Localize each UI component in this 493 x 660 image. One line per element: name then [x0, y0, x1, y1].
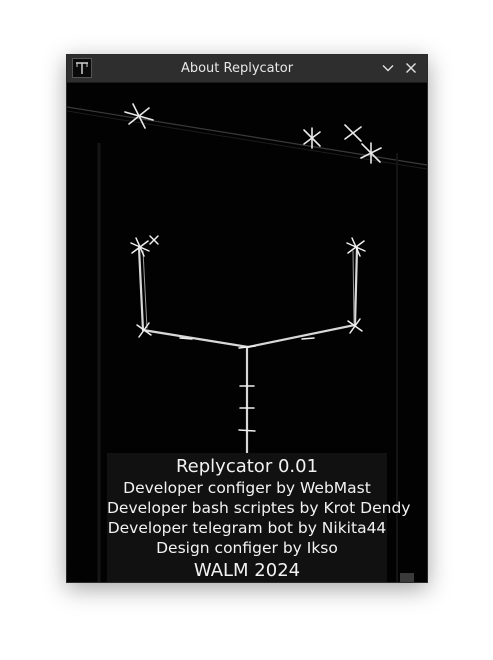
- credit-line: Developer configer by WebMast: [123, 479, 371, 497]
- credit-line: Developer telegram bot by Nikita44: [107, 519, 387, 537]
- window-title: About Replycator: [180, 61, 294, 76]
- app-icon: [72, 58, 92, 78]
- chevron-down-icon: [382, 65, 394, 72]
- credit-line: Design configer by Ikso: [156, 539, 338, 557]
- about-info-panel: Replycator 0.01 Developer configer by We…: [107, 453, 411, 582]
- about-content: Replycator 0.01 Developer configer by We…: [67, 83, 427, 582]
- about-window: About Replycator: [66, 54, 428, 583]
- close-icon: [406, 63, 416, 73]
- background-illustration: [67, 103, 427, 582]
- close-button[interactable]: [402, 59, 420, 77]
- credit-line: Developer bash scriptes by Krot Dendy: [107, 499, 411, 517]
- title-bar[interactable]: About Replycator: [67, 55, 427, 83]
- minimize-button[interactable]: [379, 59, 397, 77]
- app-name-version: Replycator 0.01: [175, 456, 319, 477]
- footer-text: WALM 2024: [193, 560, 301, 581]
